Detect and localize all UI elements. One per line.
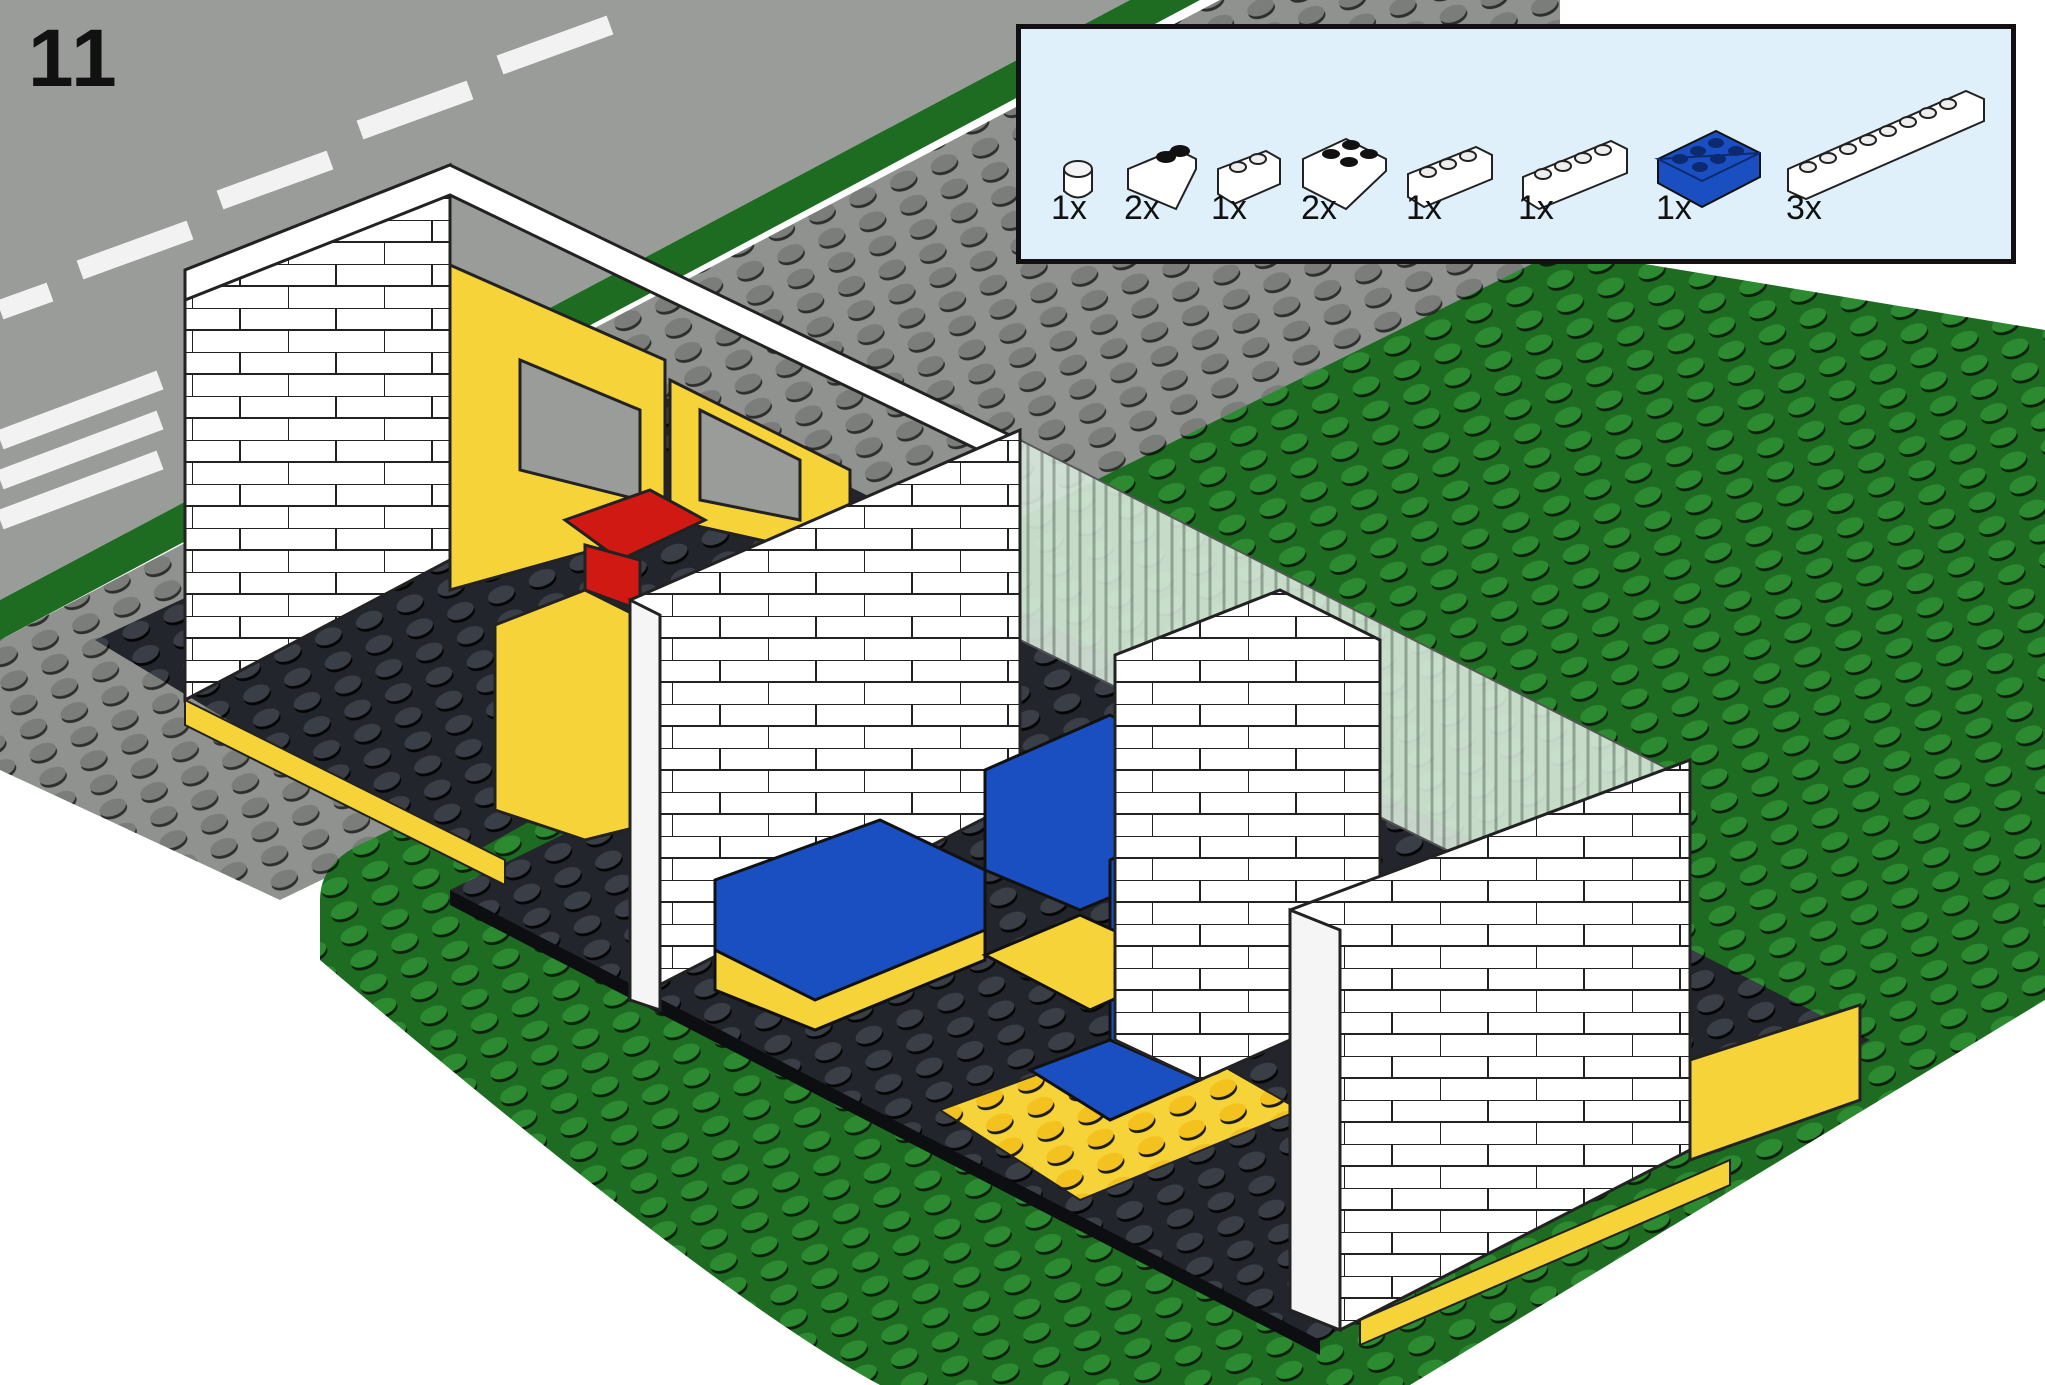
slope-brick-1x2-icon bbox=[1126, 59, 1206, 189]
brick-2x3-icon bbox=[1656, 59, 1766, 189]
part-quantity: 1x bbox=[1518, 191, 1554, 225]
parts-list-callout: 1x 2x 1x bbox=[1016, 24, 2016, 264]
part-quantity: 2x bbox=[1124, 191, 1160, 225]
part-quantity: 1x bbox=[1051, 191, 1087, 225]
brick-1x2-icon bbox=[1216, 59, 1296, 189]
part-quantity: 3x bbox=[1786, 191, 1822, 225]
brick-1x3-icon bbox=[1406, 59, 1506, 189]
part-quantity: 1x bbox=[1211, 191, 1247, 225]
part-quantity: 2x bbox=[1301, 191, 1337, 225]
front-wall-side bbox=[1290, 910, 1340, 1330]
center-wall-side bbox=[630, 600, 660, 1010]
slope-brick-2x2-icon bbox=[1301, 59, 1391, 189]
brick-1x8-icon bbox=[1786, 59, 1996, 189]
step-number: 11 bbox=[28, 18, 119, 100]
brick-1x4-icon bbox=[1521, 59, 1641, 189]
part-quantity: 1x bbox=[1656, 191, 1692, 225]
round-plate-1x1-icon bbox=[1056, 59, 1106, 189]
part-quantity: 1x bbox=[1406, 191, 1442, 225]
